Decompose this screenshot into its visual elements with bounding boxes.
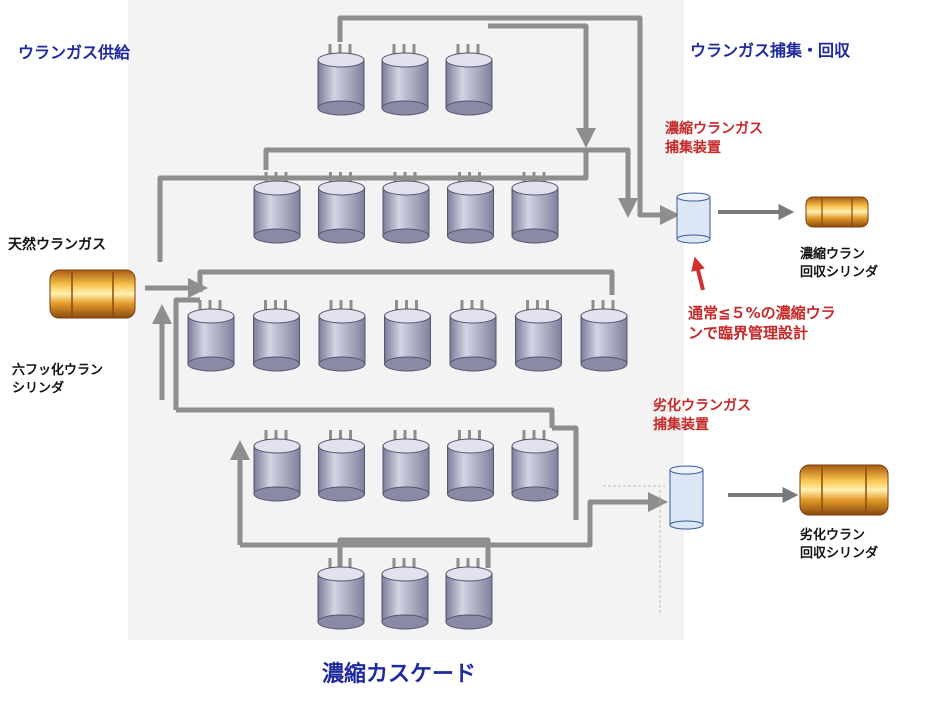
centrifuge-array — [187, 44, 628, 630]
uf6-cylinder-label-line2: シリンダ — [12, 380, 65, 396]
centrifuge — [445, 44, 493, 116]
centrifuge — [187, 300, 235, 372]
depleted-cylinder-label: 劣化ウラン 回収シリンダ — [800, 527, 878, 562]
uranium-gas-capture-label: ウランガス捕集・回収 — [690, 41, 851, 60]
pipe-row2-feed — [550, 147, 638, 218]
centrifuge — [445, 558, 493, 630]
natural-uf6-cylinder-icon — [49, 269, 136, 319]
pipe-network — [145, 15, 680, 568]
uf6-cylinder-label: 六フッ化ウラン シリンダ — [12, 362, 103, 397]
pipe-row3-lower — [173, 297, 200, 410]
depleted-trap-label-line1: 劣化ウランガス — [653, 398, 751, 414]
enriched-uranium-trap — [676, 192, 711, 244]
enriched-cylinder-label-line1: 濃縮ウラン — [800, 247, 866, 262]
centrifuge — [317, 558, 365, 630]
criticality-note-arrow — [691, 256, 705, 291]
pipe-left-loop-top — [157, 150, 589, 262]
pipe-row3-header — [197, 269, 615, 295]
depleted-cylinder-label-line1: 劣化ウラン — [800, 528, 866, 543]
pipe-product-top — [360, 15, 680, 225]
depleted-uranium-cylinder-icon — [799, 464, 889, 516]
centrifuge — [318, 172, 365, 244]
uf6-cylinder-label-line1: 六フッ化ウラン — [12, 363, 104, 378]
centrifuge — [381, 558, 429, 630]
centrifuge — [381, 44, 429, 116]
pipe-row2-header — [263, 147, 550, 170]
centrifuge — [253, 172, 301, 244]
centrifuge — [580, 300, 628, 372]
enriched-cylinder-label: 濃縮ウラン 回収シリンダ — [800, 246, 878, 281]
enriched-uranium-cylinder-icon — [805, 196, 869, 228]
centrifuge — [382, 172, 430, 244]
pipe-row4-header — [176, 407, 555, 428]
centrifuge — [511, 430, 559, 502]
centrifuge — [318, 300, 366, 372]
centrifuge — [318, 430, 365, 502]
depleted-trap-label: 劣化ウランガス 捕集装置 — [653, 397, 751, 435]
criticality-note-label: 通常≦５%の濃縮ウラ ンで臨界管理設計 — [688, 303, 836, 344]
centrifuge — [384, 300, 431, 372]
enriched-cylinder-label-line2: 回収シリンダ — [800, 264, 879, 280]
centrifuge — [449, 300, 497, 372]
boundary-line — [603, 485, 665, 615]
centrifuge — [447, 430, 494, 502]
natural-uranium-gas-label: 天然ウランガス — [8, 237, 106, 253]
centrifuge — [317, 44, 365, 116]
pipe-tails — [240, 492, 668, 548]
enriched-trap-label-line1: 濃縮ウランガス — [665, 121, 763, 137]
enriched-trap-label: 濃縮ウランガス 捕集装置 — [665, 120, 763, 158]
centrifuge — [382, 430, 430, 502]
centrifuge — [253, 300, 300, 372]
centrifuge — [447, 172, 494, 244]
centrifuge — [515, 300, 562, 372]
pipe-row4-right — [552, 425, 579, 520]
enriched-trap-label-line2: 捕集装置 — [665, 139, 721, 156]
depleted-trap-label-line2: 捕集装置 — [653, 416, 709, 433]
centrifuge — [511, 172, 559, 244]
pipe-row5-header — [337, 537, 491, 568]
pipe-row1-header — [337, 15, 488, 42]
centrifuge — [253, 430, 301, 502]
enrichment-cascade-title: 濃縮カスケード — [322, 662, 477, 687]
criticality-note-line2: ンで臨界管理設計 — [688, 324, 809, 343]
uranium-gas-supply-label: ウランガス供給 — [18, 43, 131, 62]
depleted-cylinder-label-line2: 回収シリンダ — [800, 545, 879, 561]
depleted-uranium-trap — [669, 465, 704, 530]
pipe-row1-down — [488, 23, 596, 148]
criticality-note-line1: 通常≦５%の濃縮ウラ — [688, 304, 836, 322]
